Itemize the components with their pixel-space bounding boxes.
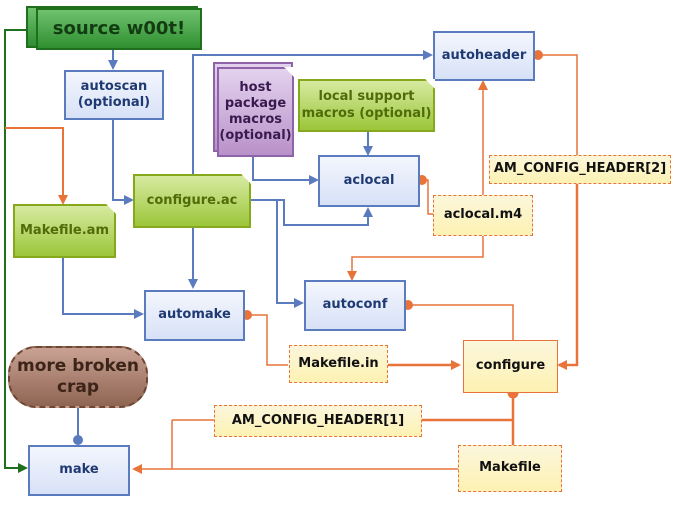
autoscan-label: autoscan (optional): [77, 78, 151, 110]
am-config-header-2-node: AM_CONFIG_HEADER[2]: [489, 155, 671, 184]
automake-node: automake: [144, 290, 245, 341]
makefile-am-label: Makefile.am: [20, 222, 109, 238]
edge-autoheader-to-am-config-header-2: [538, 54, 578, 155]
edge-autoscan-to-configure-ac: [112, 120, 134, 205]
autoheader-node: autoheader: [433, 31, 535, 81]
local-macros-node: local support macros (optional): [298, 79, 435, 132]
edge-configure-ac-to-autoconf: [276, 200, 304, 308]
edge-source-to-makefile-am: [5, 127, 68, 205]
source-node: source w00t!: [36, 8, 202, 50]
edge-host-macros-to-aclocal: [252, 155, 319, 185]
autoconf-node: autoconf: [304, 280, 406, 331]
edge-makefile-am-to-automake: [62, 255, 144, 319]
make-node: make: [28, 445, 130, 496]
edge-am-config-header-2-to-configure: [557, 183, 579, 370]
aclocal-m4-label: aclocal.m4: [443, 207, 523, 223]
makefile-label: Makefile: [479, 460, 541, 476]
host-macros-label: host package macros (optional): [219, 79, 292, 144]
configure-label: configure: [475, 358, 546, 374]
edge-source-to-make: [4, 29, 28, 473]
edge-automake-to-makefile-in: [247, 314, 288, 366]
configure-node: configure: [463, 340, 558, 393]
configure-ac-label: configure.ac: [146, 192, 238, 208]
autoheader-label: autoheader: [441, 47, 527, 63]
edge-autoconf-to-configure: [408, 304, 514, 341]
am-config-header-1-node: AM_CONFIG_HEADER[1]: [214, 405, 422, 437]
aclocal-label: aclocal: [343, 172, 395, 188]
make-label: make: [59, 462, 99, 478]
edge-configure-ac-to-autoheader: [192, 50, 433, 174]
edge-dot: [533, 50, 543, 60]
am-config-header-1-label: AM_CONFIG_HEADER[1]: [231, 412, 405, 428]
configure-ac-node: configure.ac: [133, 174, 251, 228]
edge-dot: [73, 435, 83, 445]
autoconf-label: autoconf: [322, 297, 388, 313]
local-macros-label: local support macros (optional): [301, 89, 432, 121]
more-broken-crap-node: more broken crap: [8, 346, 148, 408]
makefile-in-label: Makefile.in: [298, 355, 379, 371]
host-macros-node: host package macros (optional): [217, 67, 294, 157]
makefile-node: Makefile: [458, 445, 562, 492]
makefile-am-node: Makefile.am: [13, 204, 116, 258]
edge-configure-ac-to-aclocal: [250, 199, 373, 226]
autoscan-node: autoscan (optional): [64, 70, 164, 120]
am-config-header-2-label: AM_CONFIG_HEADER[2]: [493, 161, 667, 177]
aclocal-node: aclocal: [318, 155, 420, 207]
makefile-in-node: Makefile.in: [289, 345, 388, 383]
source-label: source w00t!: [52, 17, 186, 39]
automake-label: automake: [158, 307, 231, 323]
more-broken-crap-label: more broken crap: [17, 355, 139, 397]
aclocal-m4-node: aclocal.m4: [433, 195, 533, 236]
edge-aclocal-m4-to-autoconf: [347, 236, 484, 281]
